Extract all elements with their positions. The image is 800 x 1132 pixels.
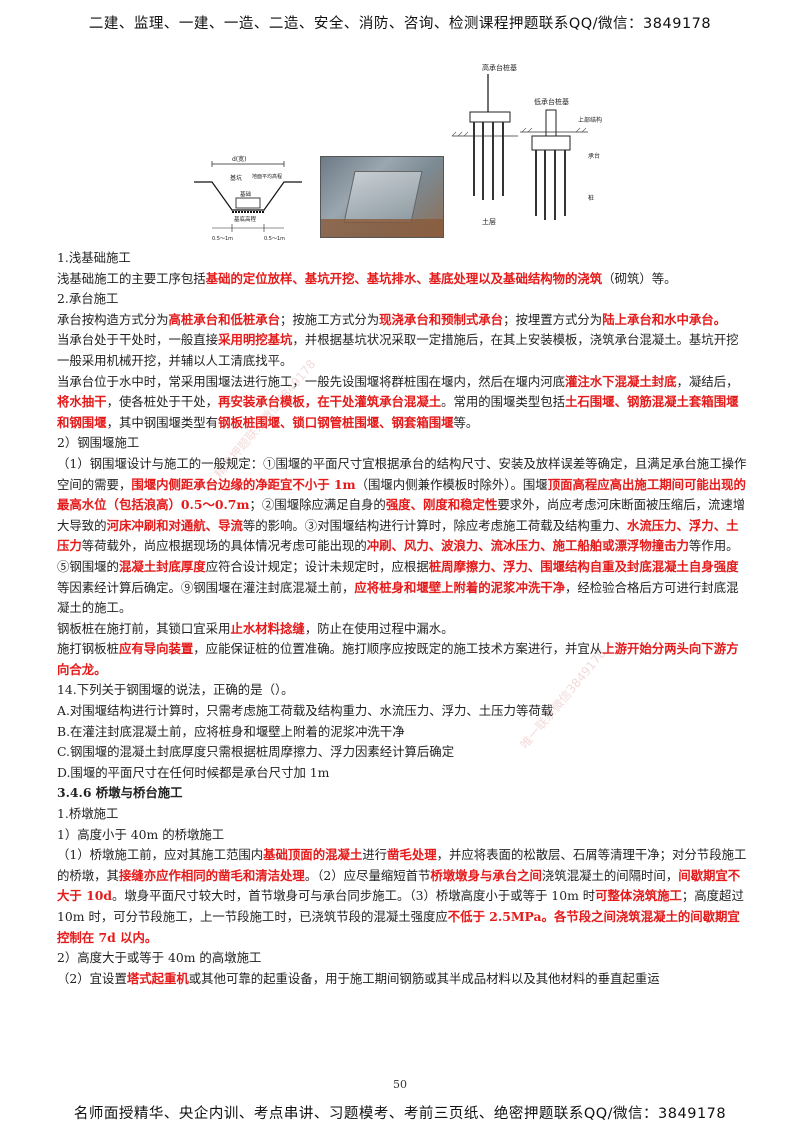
question-stem: 14.下列关于钢围堰的说法，正确的是（）。: [57, 682, 294, 698]
section-title: 1.浅基础施工: [57, 250, 131, 265]
paragraph: 钢板桩在施打前，其锁口宜采用止水材料捻缝，防止在使用过程中漏水。: [57, 620, 454, 636]
page-number: 50: [393, 1078, 407, 1091]
dim-width-label: d(宽): [232, 155, 247, 163]
paragraph: 承台按构造方式分为高桩承台和低桩承台；按施工方式分为现浇承台和预制式承台；按埋置…: [57, 311, 727, 327]
pile-cap-photo: [320, 156, 444, 238]
soil-label: 土层: [482, 217, 496, 226]
subsection-title: 2）钢围堰施工: [57, 435, 140, 451]
paragraph: （2）宜设置塔式起重机或其他可靠的起重设备，用于施工期间钢筋或其半成品材料以及其…: [57, 970, 660, 986]
document-body: 1.浅基础施工 浅基础施工的主要工序包括基础的定位放样、基坑开挖、基坑排水、基底…: [57, 248, 747, 989]
cap-label: 承台: [588, 152, 600, 160]
bottom-level-label: 基底高程: [234, 215, 257, 223]
section-title: 1.桥墩施工: [57, 806, 119, 822]
question-option-d: D.围堰的平面尺寸在任何时候都是承台尺寸加 1m: [57, 764, 330, 780]
low-cap-label: 低承台桩基: [534, 97, 569, 106]
pit-label: 基坑: [230, 174, 242, 182]
section-heading: 3.4.6 桥墩与桥台施工: [57, 785, 183, 801]
question-option-b: B.在灌注封底混凝土前，应将桩身和堰壁上附着的泥浆冲洗干净: [57, 723, 405, 739]
paragraph: 浅基础施工的主要工序包括基础的定位放样、基坑开挖、基坑排水、基底处理以及基础结构…: [57, 270, 677, 286]
page-footer: 名师面授精华、央企内训、考点串讲、习题模考、考前三页纸、绝密押题联系QQ/微信：…: [73, 1106, 727, 1122]
page-header: 二建、监理、一建、一造、二造、安全、消防、咨询、检测课程押题联系QQ/微信：38…: [88, 16, 712, 32]
paragraph: 当承台位于水中时，常采用围堰法进行施工，一般先设围堰将群桩围在堰内，然后在堰内河…: [57, 373, 739, 430]
paragraph: 当承台处于干处时，一般直接采用明挖基坑，并根据基坑状况采取一定措施后，在其上安装…: [57, 332, 739, 368]
high-cap-label: 高承台桩基: [482, 63, 517, 72]
foundation-label: 基础: [240, 190, 252, 198]
subsection-title: 1）高度小于 40m 的桥墩施工: [57, 826, 225, 842]
paragraph: 施打钢板桩应有导向装置，应能保证桩的位置准确。施打顺序应按既定的施工技术方案进行…: [57, 641, 739, 677]
pile-cap-diagram: 高承台桩基 土层 低承台桩基 上部结构 承台 桩: [451, 63, 602, 226]
question-option-c: C.钢围堰的混凝土封底厚度只需根据桩周摩擦力、浮力因素经计算后确定: [57, 744, 455, 760]
section-title: 2.承台施工: [57, 291, 119, 307]
subsection-title: 2）高度大于或等于 40m 的高墩施工: [57, 950, 262, 966]
pile-label: 桩: [588, 194, 594, 202]
question-option-a: A.对围堰结构进行计算时，只需考虑施工荷载及结构重力、水流压力、浮力、土压力等荷…: [57, 703, 554, 719]
paragraph: （1）钢围堰设计与施工的一般规定：①围堰的平面尺寸宜根据承台的结构尺寸、安装及放…: [57, 455, 747, 616]
foundation-pit-diagram: d(宽) 基坑 地面平均高程 基础 基底高程 0.5～1m 0.5～1m: [194, 155, 302, 242]
right-margin-label: 0.5～1m: [264, 236, 285, 242]
paragraph: （1）桥墩施工前，应对其施工范围内基础顶面的混凝土进行凿毛处理，并应将表面的松散…: [57, 847, 747, 945]
superstructure-label: 上部结构: [578, 116, 602, 124]
concrete-slab: [343, 171, 423, 223]
soil-layer: [321, 219, 443, 237]
ground-level-label: 地面平均高程: [252, 173, 282, 180]
left-margin-label: 0.5～1m: [212, 236, 233, 242]
